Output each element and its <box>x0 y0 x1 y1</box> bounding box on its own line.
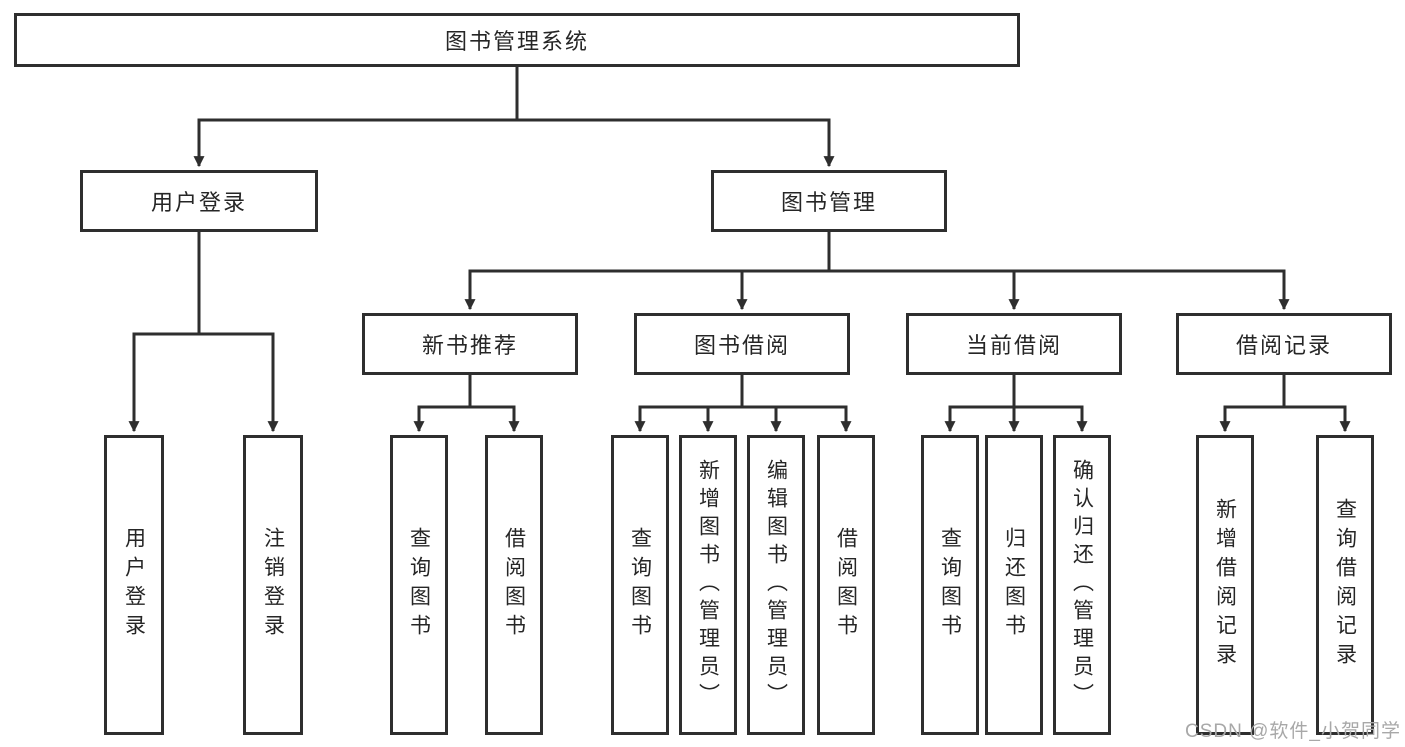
leaf-borrow-books-recommend-label: 借阅图书 <box>502 527 526 643</box>
leaf-add-borrow-record: 新增借阅记录 <box>1196 435 1254 735</box>
leaf-add-books-admin: 新增图书（管理员） <box>679 435 737 735</box>
watermark: CSDN @软件_小贺同学 <box>1185 721 1401 742</box>
node-user-login-label: 用户登录 <box>150 190 247 215</box>
node-book-management-label: 图书管理 <box>780 190 877 215</box>
leaf-query-books-borrow: 查询图书 <box>611 435 669 735</box>
leaf-query-borrow-record: 查询借阅记录 <box>1316 435 1374 735</box>
leaf-user-login-label: 用户登录 <box>122 527 146 643</box>
leaf-logout: 注销登录 <box>243 435 303 735</box>
leaf-query-books-recommend-label: 查询图书 <box>407 527 431 643</box>
leaf-query-books-current-label: 查询图书 <box>938 527 962 643</box>
node-new-book-recommend: 新书推荐 <box>362 313 578 375</box>
node-borrow-records-label: 借阅记录 <box>1235 333 1332 358</box>
node-user-login: 用户登录 <box>80 170 318 232</box>
node-book-management: 图书管理 <box>711 170 947 232</box>
leaf-query-books-borrow-label: 查询图书 <box>628 527 652 643</box>
leaf-borrow-books-label: 借阅图书 <box>834 527 858 643</box>
node-root-label: 图书管理系统 <box>444 29 589 54</box>
node-book-borrow-label: 图书借阅 <box>693 333 790 358</box>
leaf-return-books: 归还图书 <box>985 435 1043 735</box>
leaf-logout-label: 注销登录 <box>261 527 285 643</box>
leaf-edit-books-admin: 编辑图书（管理员） <box>747 435 805 735</box>
leaf-confirm-return-admin-label: 确认归还（管理员） <box>1070 459 1094 711</box>
leaf-query-books-current: 查询图书 <box>921 435 979 735</box>
node-borrow-records: 借阅记录 <box>1176 313 1392 375</box>
node-current-borrow-label: 当前借阅 <box>965 333 1062 358</box>
leaf-borrow-books: 借阅图书 <box>817 435 875 735</box>
leaf-query-borrow-record-label: 查询借阅记录 <box>1333 498 1357 672</box>
leaf-confirm-return-admin: 确认归还（管理员） <box>1053 435 1111 735</box>
leaf-query-books-recommend: 查询图书 <box>390 435 448 735</box>
node-new-book-recommend-label: 新书推荐 <box>421 333 518 358</box>
node-book-borrow: 图书借阅 <box>634 313 850 375</box>
node-root: 图书管理系统 <box>14 13 1020 67</box>
leaf-user-login: 用户登录 <box>104 435 164 735</box>
leaf-return-books-label: 归还图书 <box>1002 527 1026 643</box>
leaf-borrow-books-recommend: 借阅图书 <box>485 435 543 735</box>
leaf-add-books-admin-label: 新增图书（管理员） <box>696 459 720 711</box>
leaf-add-borrow-record-label: 新增借阅记录 <box>1213 498 1237 672</box>
leaf-edit-books-admin-label: 编辑图书（管理员） <box>764 459 788 711</box>
node-current-borrow: 当前借阅 <box>906 313 1122 375</box>
